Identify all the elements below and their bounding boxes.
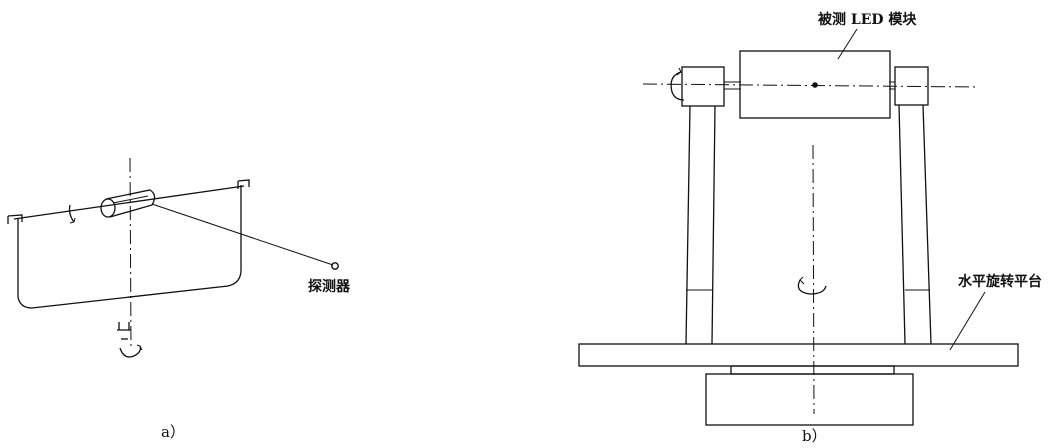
left-bracket [7,214,23,224]
module-leader-line [837,28,858,60]
vertical-axis-b [812,144,815,415]
axis-rotation-arrow [670,71,685,101]
base-block [705,373,914,426]
right-bearing [894,66,929,106]
right-bracket [237,179,250,189]
panel-b: 被测 LED 模块 水平旋转平台 [578,11,1042,445]
module-center-dot [812,82,818,88]
detector-icon [331,262,339,270]
cradle-frame [17,185,242,309]
left-bearing [681,66,725,107]
platform-neck [730,365,895,375]
platform-leader-line [949,291,986,351]
horizontal-axis-b [642,83,979,88]
right-pillar [898,104,932,345]
rod-rotation-arrow [68,204,75,223]
detector-label: 探测器 [308,278,351,295]
led-holder [100,189,156,218]
base-rotation-arrow [119,345,142,358]
left-pillar [685,105,716,345]
top-rod [13,185,245,220]
vertical-axis-a [129,157,132,349]
module-label: 被测 LED 模块 [818,11,917,28]
caption-a: a） [161,423,185,441]
detector-cable [151,203,334,266]
led-module [739,50,891,119]
caption-b: b） [802,427,827,445]
platform-label: 水平旋转平台 [958,273,1042,290]
vertical-rotation-arrow [797,279,827,295]
base-support [117,322,131,340]
panel-a: 探测器 a） [7,157,351,441]
